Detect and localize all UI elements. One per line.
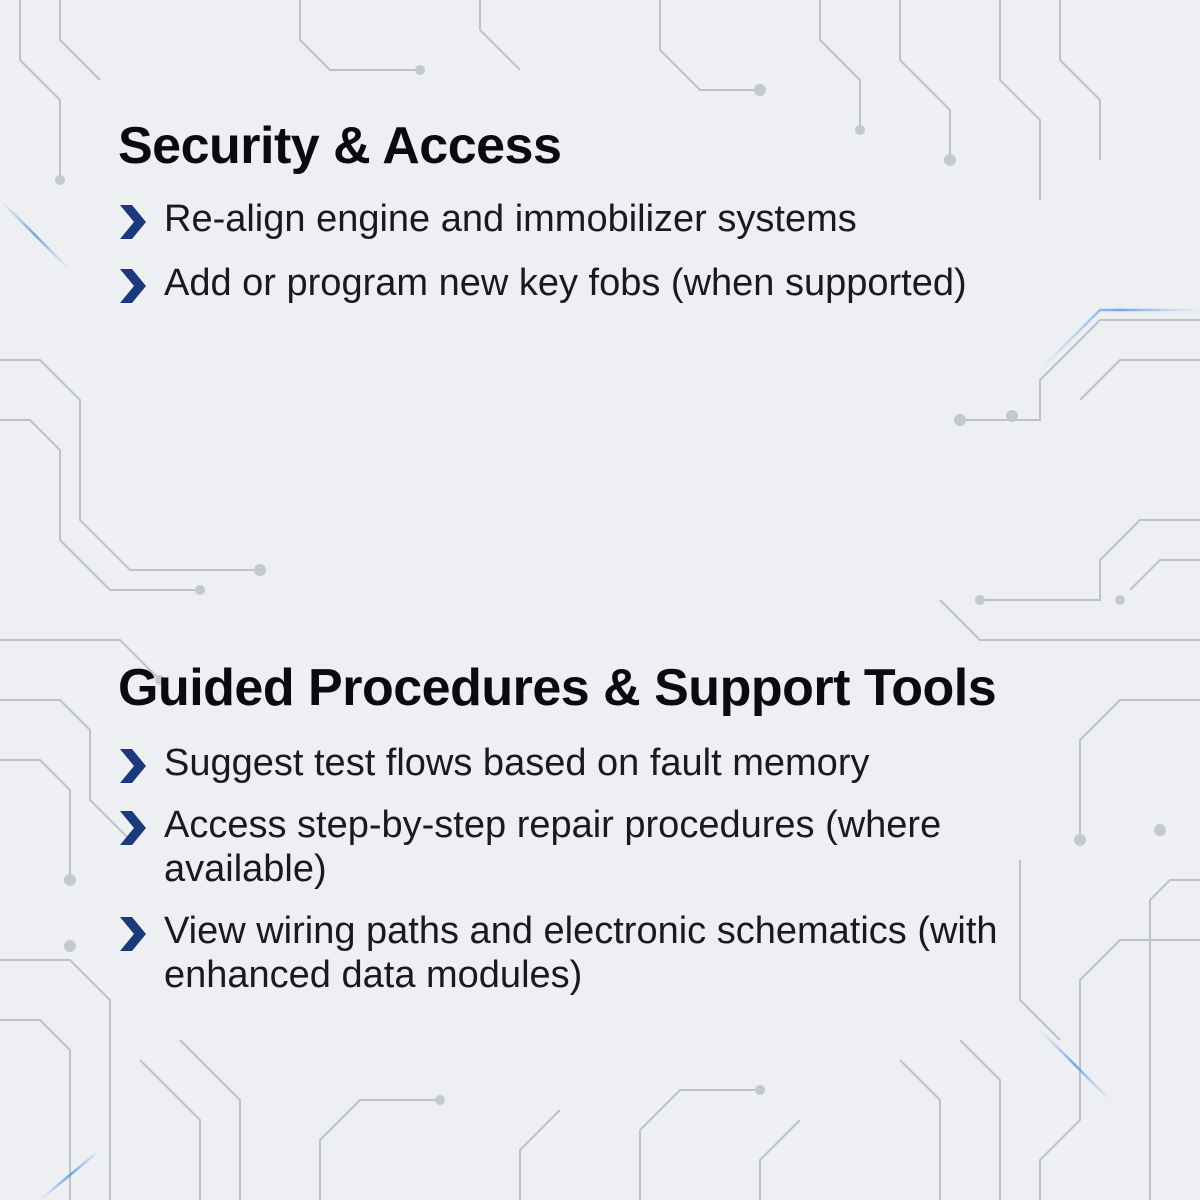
chevron-right-icon: [120, 269, 146, 304]
bullet-list: Re-align engine and immobilizer systems …: [118, 197, 1178, 305]
list-item-text: Re-align engine and immobilizer systems: [164, 198, 857, 241]
list-item: Access step-by-step repair procedures (w…: [118, 803, 1044, 891]
list-item-text: View wiring paths and electronic schemat…: [164, 910, 998, 997]
list-item: View wiring paths and electronic schemat…: [118, 909, 1044, 997]
list-item: Suggest test flows based on fault memory: [118, 741, 1178, 785]
section-title: Guided Procedures & Support Tools: [118, 659, 997, 717]
chevron-right-icon: [120, 811, 146, 846]
section-security-access: Security & Access Re-align engine and im…: [118, 117, 1178, 325]
list-item: Add or program new key fobs (when suppor…: [118, 261, 1178, 305]
list-item-text: Suggest test flows based on fault memory: [164, 742, 870, 785]
list-item-text: Access step-by-step repair procedures (w…: [164, 804, 942, 891]
bullet-list: Suggest test flows based on fault memory…: [118, 741, 1178, 997]
list-item: Re-align engine and immobilizer systems: [118, 197, 1178, 241]
section-guided-procedures: Guided Procedures & Support Tools Sugges…: [118, 659, 1178, 1015]
section-title: Security & Access: [118, 117, 562, 175]
chevron-right-icon: [120, 917, 146, 952]
chevron-right-icon: [120, 749, 146, 784]
list-item-text: Add or program new key fobs (when suppor…: [164, 262, 967, 305]
chevron-right-icon: [120, 205, 146, 240]
